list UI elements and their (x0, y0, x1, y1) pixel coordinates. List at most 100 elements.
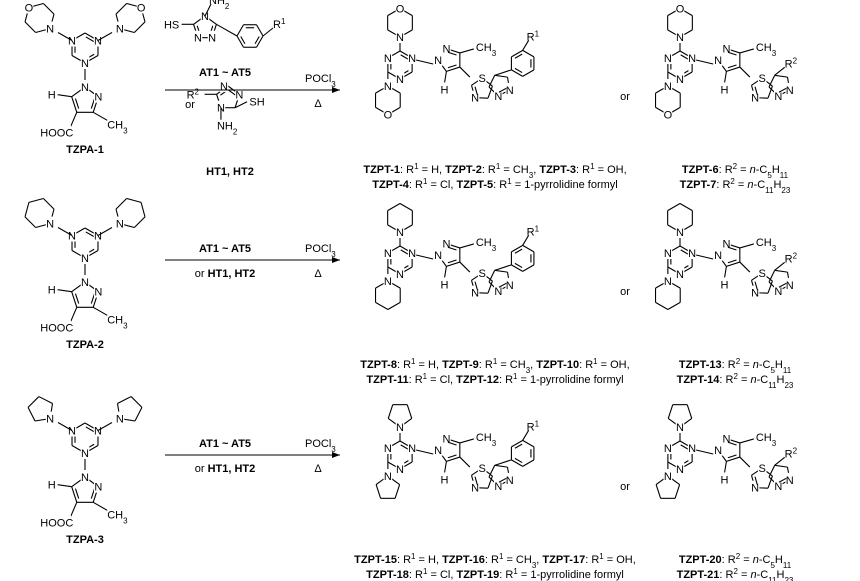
bond (443, 71, 447, 84)
bond (774, 66, 786, 76)
nitrogen-label: N (751, 93, 759, 105)
nitrogen-label: N (434, 445, 442, 457)
atom-mask (219, 79, 229, 92)
nitrogen-label: N (714, 445, 722, 457)
atom-mask (94, 479, 103, 493)
nitrogen-label: N (434, 250, 442, 262)
bond (768, 270, 776, 283)
bond (768, 465, 776, 478)
bond (24, 216, 37, 228)
atom-mask (687, 246, 697, 259)
atom-mask (136, 0, 146, 14)
atom-mask (47, 87, 56, 101)
caption-line: TZPT-21: R2 = n-C11H23 (677, 567, 794, 581)
bond (514, 457, 523, 464)
atom-mask (477, 266, 487, 280)
bond (57, 227, 73, 236)
nitrogen-label: N (774, 91, 782, 103)
oxygen-label: O (25, 2, 34, 14)
bond (415, 254, 434, 260)
atom-mask (505, 277, 515, 291)
atom-mask (663, 274, 673, 287)
hydrogen-label: H (48, 90, 56, 102)
bond (686, 404, 693, 419)
nitrogen-label: N (676, 269, 684, 281)
bond (459, 261, 471, 273)
sulfur-label: S (479, 463, 486, 475)
atom-mask (395, 462, 405, 475)
reagent-aryl-caption: AT1 ~ AT5 (199, 243, 251, 255)
r1-label: R1 (527, 224, 540, 239)
methyl-label: CH3 (107, 119, 128, 135)
bond (498, 282, 507, 288)
bond (511, 439, 523, 448)
carboxyl-label: HOOC (40, 517, 73, 529)
bond (522, 235, 530, 246)
methyl-label: CH3 (476, 432, 497, 448)
atom-mask (24, 0, 34, 14)
bond (739, 261, 751, 273)
hydrogen-label: H (720, 474, 728, 486)
sulfur-label: S (479, 73, 486, 85)
bond (85, 36, 95, 43)
conditions-heat: Δ (314, 463, 322, 475)
nitrogen-label: N (81, 472, 89, 484)
nitrogen-label: N (81, 82, 89, 94)
caption-line: TZPT-1: R1 = H, TZPT-2: R1 = CH3, TZPT-3… (363, 162, 626, 180)
atom-mask (42, 125, 71, 139)
hydrogen-label: H (48, 480, 56, 492)
bond (394, 484, 401, 499)
bond (494, 459, 512, 466)
bond (447, 441, 457, 446)
conditions-reagent: POCl3 (305, 73, 336, 89)
bond (695, 254, 714, 260)
bond (778, 282, 787, 288)
atom-mask (94, 89, 103, 103)
bond (474, 476, 478, 485)
bond (674, 484, 681, 499)
atom-mask (433, 53, 443, 66)
bond (487, 475, 493, 489)
atom-mask (505, 472, 515, 486)
nitrogen-label: N (94, 92, 102, 104)
reagent-aryl-caption: AT1 ~ AT5 (199, 438, 251, 450)
atom-mask (675, 30, 685, 43)
product-or-text: or (620, 481, 630, 493)
caption-line: TZPT-20: R2 = n-C5H11 (679, 552, 792, 570)
sulfur-label: S (479, 268, 486, 280)
nitrogen-label: N (116, 414, 124, 426)
bond (459, 438, 474, 444)
aryl-product-caption-1: TZPT-1: R1 = H, TZPT-2: R1 = CH3, TZPT-3… (363, 162, 626, 192)
atom-mask (45, 216, 55, 230)
caption-line: TZPT-11: R1 = Cl, TZPT-12: R1 = 1-pyrrol… (366, 372, 623, 387)
nitrogen-label: N (786, 280, 794, 292)
bond (667, 404, 674, 419)
atom-mask (383, 274, 393, 287)
bond (739, 243, 754, 249)
bond (723, 266, 727, 279)
atom-mask (663, 51, 673, 64)
bond (522, 40, 530, 51)
atom-mask (163, 17, 180, 31)
bond (90, 98, 96, 109)
atom-mask (687, 441, 697, 454)
bond (387, 301, 401, 310)
bond (767, 475, 773, 489)
bond (727, 259, 737, 264)
nitrogen-label: N (396, 227, 404, 239)
nitrogen-label: N (116, 219, 124, 231)
bond (739, 456, 751, 468)
bond (256, 35, 264, 48)
bond (443, 461, 447, 474)
r2-label: R2 (187, 87, 200, 102)
bond (92, 501, 108, 511)
bond (488, 75, 496, 88)
nitrogen-label: N (408, 53, 416, 65)
atom-mask (433, 248, 443, 261)
bond (97, 422, 113, 431)
bond (28, 197, 44, 203)
